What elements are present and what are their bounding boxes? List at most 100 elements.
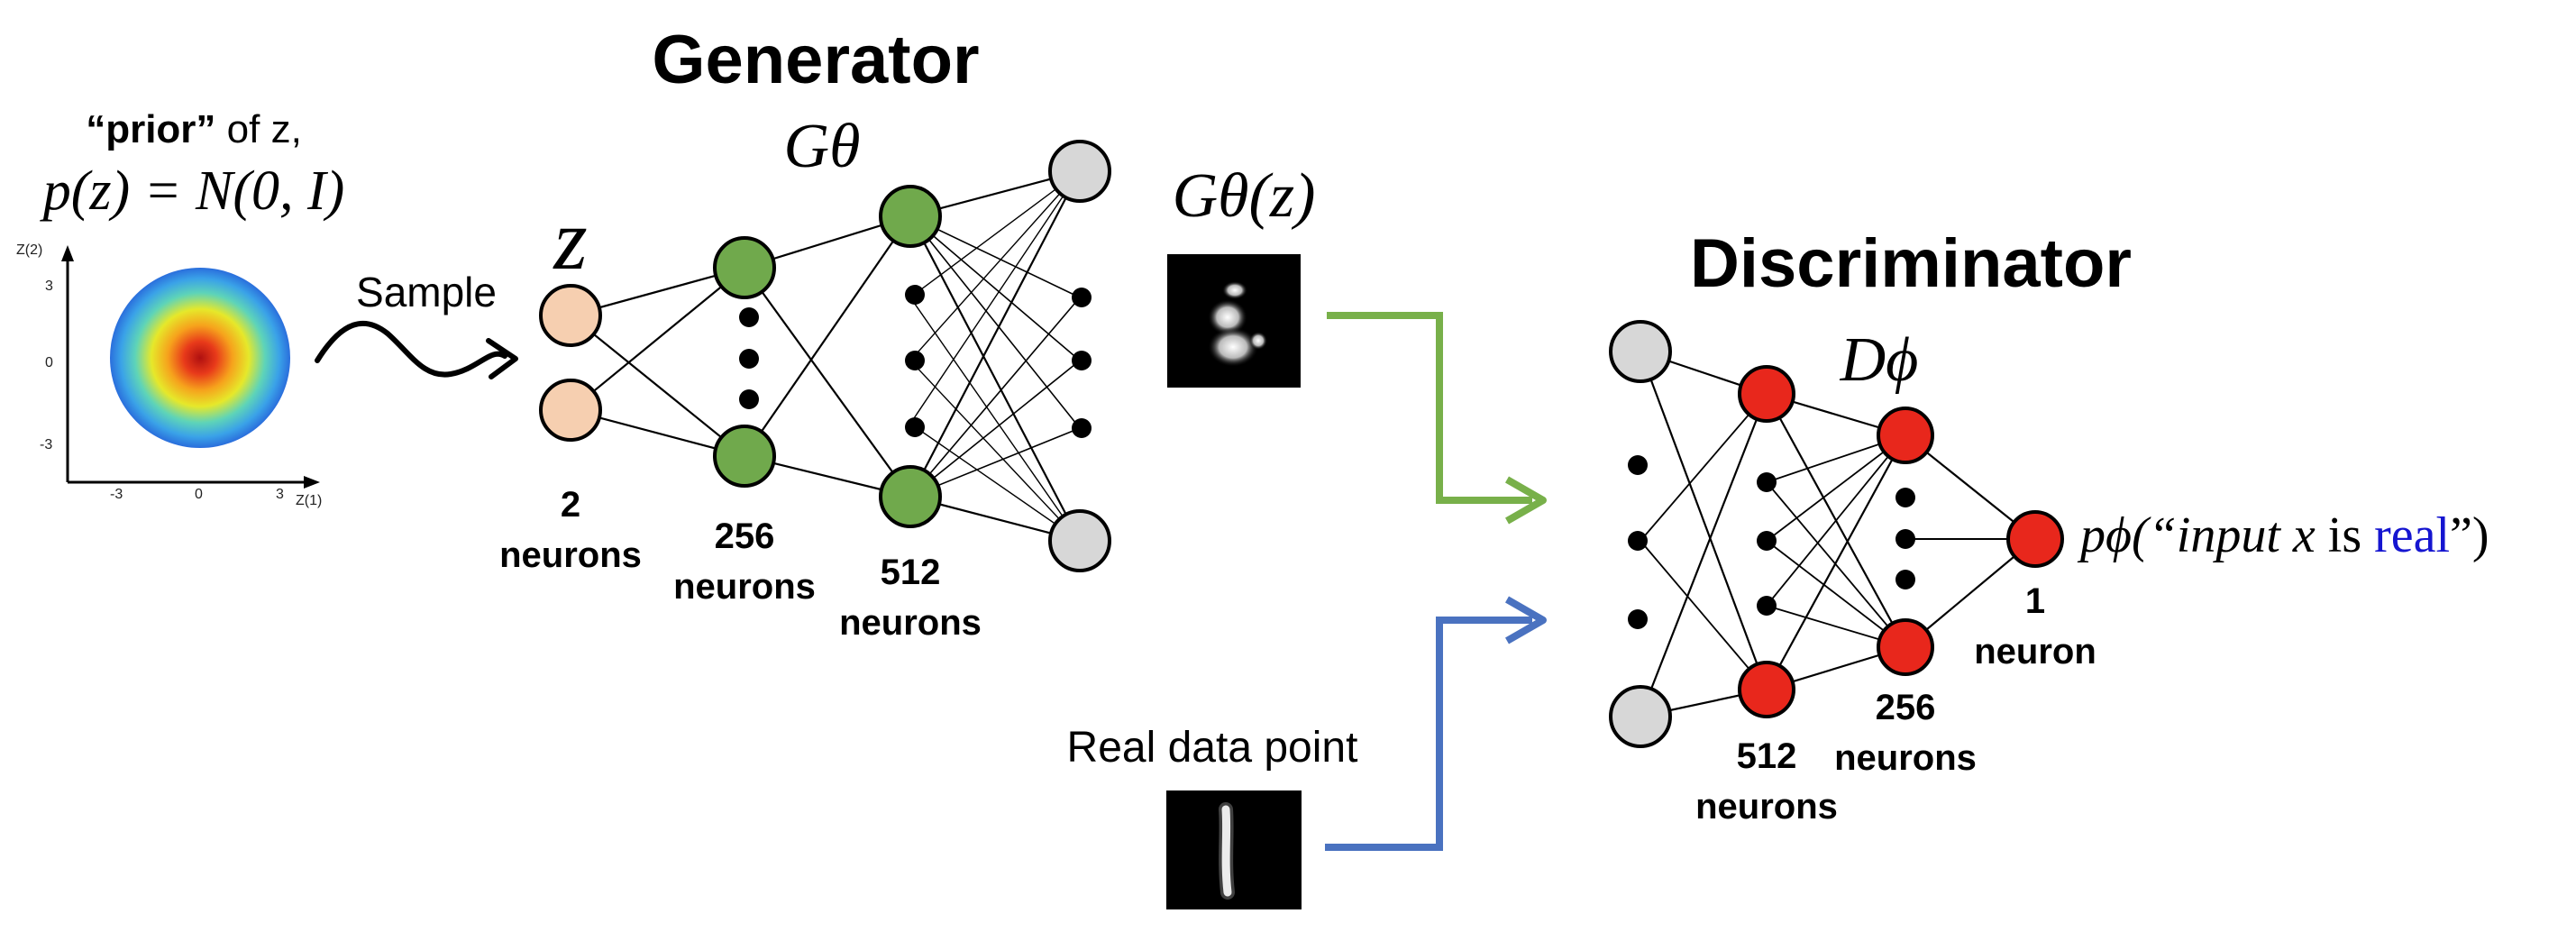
input-neuron — [1609, 320, 1672, 383]
discriminator-layer-label: 512 neurons — [1695, 736, 1838, 827]
generator-layer-label: 2 neurons — [499, 485, 642, 575]
layer-count: 1 — [2025, 581, 2045, 621]
discriminator-output-label: pϕ(“input x is real”) — [2077, 507, 2489, 563]
connection-line — [1639, 393, 1768, 717]
sample-label: Sample — [356, 269, 497, 315]
connection-line — [909, 170, 1081, 425]
ellipsis-dot — [905, 285, 925, 305]
connection-line — [1640, 540, 1768, 690]
discriminator-layer-label: 256 neurons — [1834, 688, 1977, 778]
layer-unit: neurons — [839, 603, 982, 643]
connection-line — [1766, 434, 1906, 607]
connection-line — [909, 215, 1081, 429]
sample-arrowhead — [486, 338, 518, 379]
hidden-neuron — [879, 465, 942, 528]
ellipsis-dot — [905, 417, 925, 437]
connection-line — [909, 360, 1081, 498]
discriminator-layer-label: 1 neuron — [1974, 581, 2096, 672]
ellipsis-dot — [1895, 488, 1915, 507]
ellipsis-dot — [1757, 531, 1777, 551]
ellipsis-dot — [1895, 529, 1915, 549]
ellipsis-dot — [1072, 418, 1092, 438]
hidden-neuron — [1877, 407, 1934, 464]
hidden-neuron — [1738, 661, 1795, 718]
connection-line — [909, 215, 1081, 542]
generator-output-label: Gθ(z) — [1173, 161, 1316, 231]
ellipsis-dot — [1628, 609, 1648, 629]
prior-x-arrowhead — [304, 476, 320, 489]
connection-line — [744, 267, 911, 498]
connection-line — [1640, 393, 1768, 542]
ellipsis-dot — [1895, 570, 1915, 589]
prior-x-tick: 0 — [195, 487, 203, 502]
generated-image — [1167, 254, 1301, 388]
output-var: x — [2292, 507, 2316, 563]
input-neuron — [1609, 685, 1672, 748]
hidden-neuron — [879, 185, 942, 248]
prior-title-bold: “prior” — [86, 107, 215, 151]
layer-unit: neurons — [1834, 738, 1977, 778]
hidden-neuron — [713, 425, 776, 488]
prior-title-rest: of z, — [215, 107, 301, 151]
connection-line — [744, 215, 911, 457]
connection-line — [1766, 540, 1906, 648]
prior-formula: p(z) = N(0, I) — [40, 160, 345, 222]
ellipsis-dot — [1757, 472, 1777, 492]
output-prefix: pϕ(“input — [2077, 507, 2293, 563]
layer-unit: neurons — [673, 567, 816, 607]
ellipsis-dot — [1072, 351, 1092, 370]
output-real-word: real — [2374, 507, 2450, 563]
ellipsis-dot — [1628, 531, 1648, 551]
input-neuron — [539, 284, 602, 347]
hidden-neuron — [713, 236, 776, 299]
connection-line — [909, 170, 1081, 361]
output-suffix: ”) — [2450, 507, 2489, 563]
connection-line — [1639, 351, 1768, 690]
prior-plot: Z(2) Z(1) 3 0 -3 -3 0 3 — [16, 242, 322, 508]
generator-layer-label: 256 neurons — [673, 516, 816, 607]
real-data-label: Real data point — [1067, 724, 1358, 772]
discriminator-param-label: Dϕ — [1840, 325, 1919, 395]
prior-axis-y-label: Z(2) — [16, 242, 42, 258]
layer-unit: neurons — [1695, 787, 1838, 827]
generator-connections — [570, 169, 1081, 543]
generator-title: Generator — [652, 22, 979, 98]
ellipsis-dot — [1072, 288, 1092, 307]
hidden-neuron — [1877, 618, 1934, 676]
connection-line — [909, 297, 1081, 498]
ellipsis-dot — [905, 351, 925, 370]
connection-line — [570, 267, 745, 411]
ellipsis-dot — [739, 307, 759, 327]
prior-title: “prior” of z, — [86, 107, 302, 151]
prior-heatmap — [110, 268, 290, 448]
prior-x-tick: 3 — [276, 487, 284, 502]
connection-line — [1766, 434, 1906, 690]
prior-axis-x-label: Z(1) — [296, 493, 322, 508]
real-flow-arrow — [1325, 617, 1532, 851]
prior-y-tick: -3 — [40, 437, 52, 452]
prior-y-tick: 0 — [45, 355, 53, 370]
layer-count: 256 — [1876, 688, 1936, 727]
layer-count: 2 — [561, 485, 580, 525]
connection-line — [909, 360, 1081, 542]
output-neuron — [1048, 140, 1111, 203]
ellipsis-dot — [739, 349, 759, 369]
generator-layer-label: 512 neurons — [839, 553, 982, 643]
real-flow-arrowhead — [1505, 596, 1547, 644]
generator-input-symbol: z — [552, 191, 587, 288]
connection-line — [909, 423, 1081, 542]
layer-count: 256 — [715, 516, 775, 556]
connection-line — [1766, 481, 1906, 648]
prior-y-arrowhead — [61, 245, 74, 261]
generator-param-label: Gθ — [784, 112, 861, 181]
input-neuron — [539, 379, 602, 442]
prior-x-tick: -3 — [110, 487, 123, 502]
layer-unit: neuron — [1974, 632, 2096, 672]
layer-count: 512 — [881, 553, 941, 592]
connection-line — [909, 215, 1081, 361]
connection-line — [570, 315, 745, 457]
output-neuron — [1048, 509, 1111, 572]
layer-unit: neurons — [499, 535, 642, 575]
connection-line — [909, 297, 1081, 542]
